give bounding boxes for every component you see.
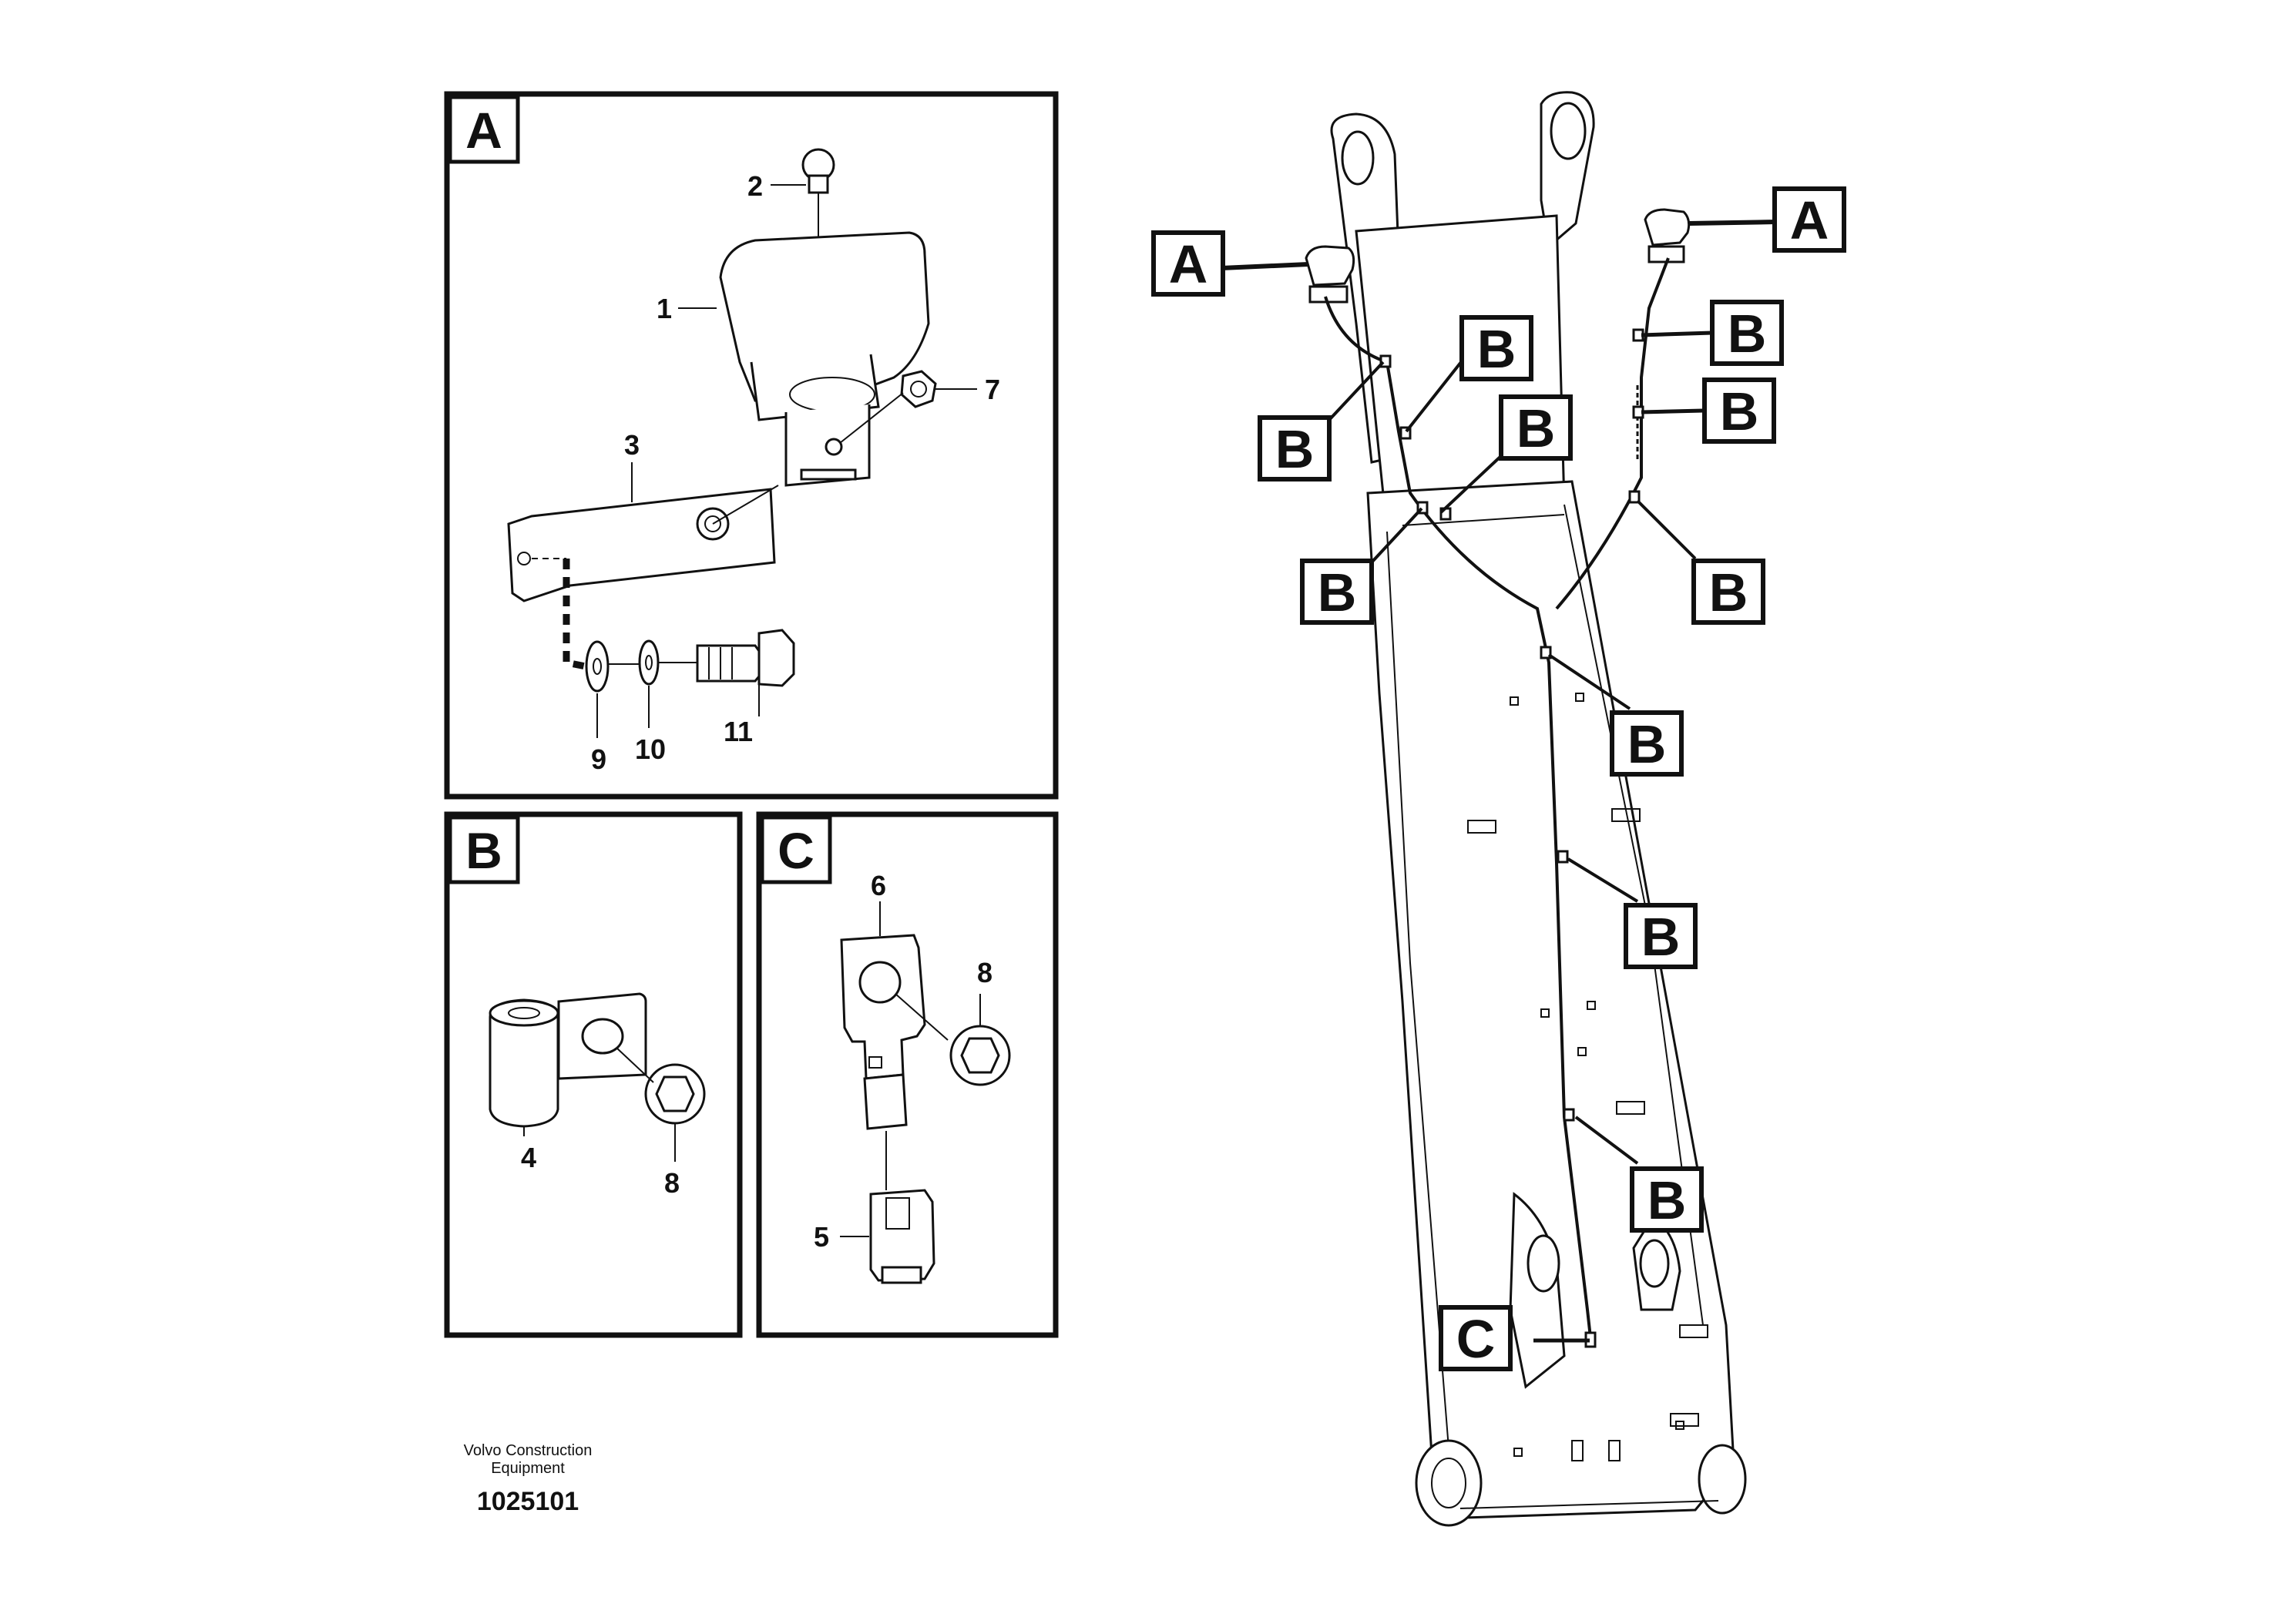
part-number-7: 7	[985, 374, 1000, 405]
callout-a-right: A	[1772, 186, 1846, 253]
bolt-b	[616, 1047, 706, 1162]
bulb	[771, 148, 835, 237]
detail-panel-c: C 6 8 5	[756, 811, 1059, 1338]
part-number-3: 3	[624, 429, 640, 461]
svg-text:B: B	[1516, 398, 1556, 458]
work-lamp-housing	[678, 231, 930, 487]
part-number-8-c: 8	[977, 957, 992, 988]
svg-text:B: B	[1641, 907, 1681, 967]
callout-leaders	[1221, 220, 1777, 1343]
part-number-8-b: 8	[664, 1167, 680, 1199]
callout-b-8: B	[1610, 710, 1684, 777]
detail-panel-a: A 2 1 7	[444, 91, 1059, 800]
boom-lamp-left	[1305, 245, 1355, 304]
cable-clamp	[489, 992, 647, 1136]
nut	[839, 370, 977, 444]
callout-b-9: B	[1624, 903, 1698, 969]
callout-b-5: B	[1710, 300, 1784, 366]
panel-b-letter: B	[465, 822, 502, 879]
part-number-11: 11	[724, 716, 753, 747]
svg-text:B: B	[1709, 562, 1748, 622]
manufacturer-name: Volvo Construction Equipment	[463, 1442, 593, 1477]
part-number-6: 6	[871, 870, 886, 901]
washer-9	[585, 640, 610, 738]
part-number-1: 1	[657, 293, 672, 324]
boom-lamp-right	[1644, 208, 1691, 263]
svg-text:C: C	[1456, 1309, 1496, 1369]
svg-text:A: A	[1790, 190, 1829, 250]
callout-b-6: B	[1702, 377, 1776, 444]
panel-c-letter: C	[778, 822, 814, 879]
detail-panel-b: B 4 8	[444, 811, 743, 1338]
part-number-10: 10	[635, 733, 666, 765]
callout-a-left: A	[1151, 230, 1225, 297]
part-number-2: 2	[747, 170, 763, 202]
callout-b-4: B	[1300, 559, 1374, 625]
part-number-4: 4	[521, 1142, 536, 1173]
bolt	[659, 629, 795, 716]
svg-text:B: B	[1720, 381, 1759, 441]
panel-a-letter: A	[465, 102, 502, 159]
callout-b-7: B	[1691, 559, 1765, 625]
lamp-bracket	[507, 462, 779, 602]
callout-b-10: B	[1630, 1166, 1704, 1233]
callout-b-2: B	[1459, 315, 1533, 381]
svg-text:B: B	[1275, 419, 1315, 479]
svg-text:B: B	[1318, 562, 1357, 622]
connector-bracket	[840, 901, 949, 1190]
svg-text:B: B	[1647, 1170, 1687, 1230]
washer-10	[609, 639, 660, 728]
part-number-9: 9	[591, 743, 606, 775]
callout-c: C	[1439, 1305, 1513, 1371]
svg-text:A: A	[1169, 234, 1208, 294]
bolt-c	[949, 994, 1011, 1086]
svg-text:B: B	[1477, 319, 1516, 379]
boom-assembly	[1330, 91, 1747, 1527]
svg-text:B: B	[1627, 714, 1667, 774]
connector-plug	[840, 1189, 935, 1284]
wiring-harness	[1324, 257, 1670, 1348]
part-number-5: 5	[814, 1221, 829, 1253]
svg-text:B: B	[1728, 304, 1767, 364]
drawing-number: 1025101	[476, 1487, 579, 1516]
callout-b-3: B	[1499, 394, 1573, 461]
callout-b-1: B	[1258, 415, 1332, 481]
